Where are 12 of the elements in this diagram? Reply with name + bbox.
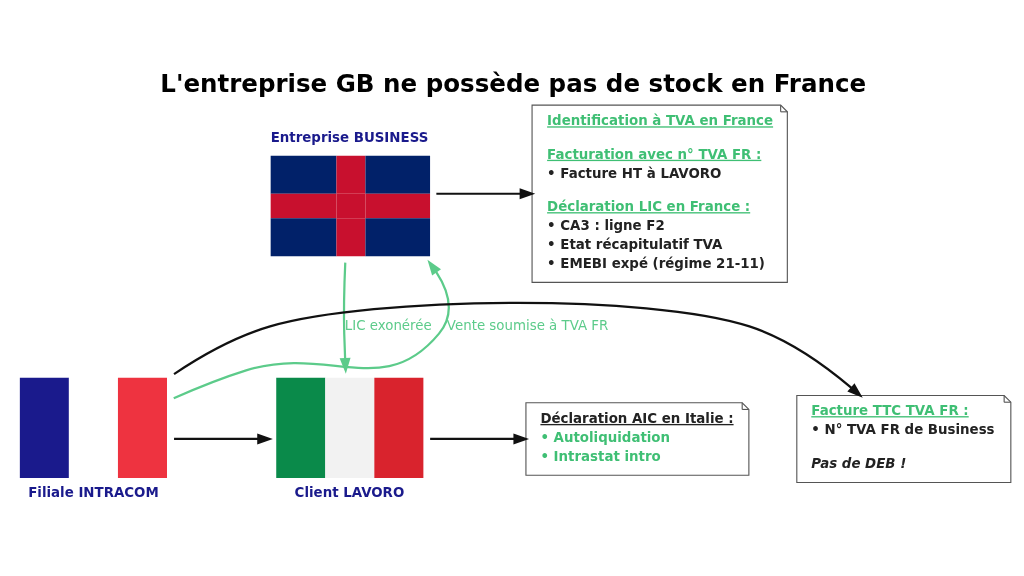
arrow [339,262,351,374]
node-label: Filiale INTRACOM [28,484,159,500]
edge-label: Vente soumise à TVA FR [446,317,609,333]
arrow [174,433,273,444]
diagram-title: L'entreprise GB ne possède pas de stock en France [160,68,867,98]
node-label: Client LAVORO [294,484,405,500]
arrow [430,433,530,444]
arrow [173,259,450,399]
arrow [436,187,536,199]
edge-label: LIC exonérée [344,317,432,333]
node-label: Entreprise BUSINESS [270,129,429,145]
arrow [173,301,863,398]
